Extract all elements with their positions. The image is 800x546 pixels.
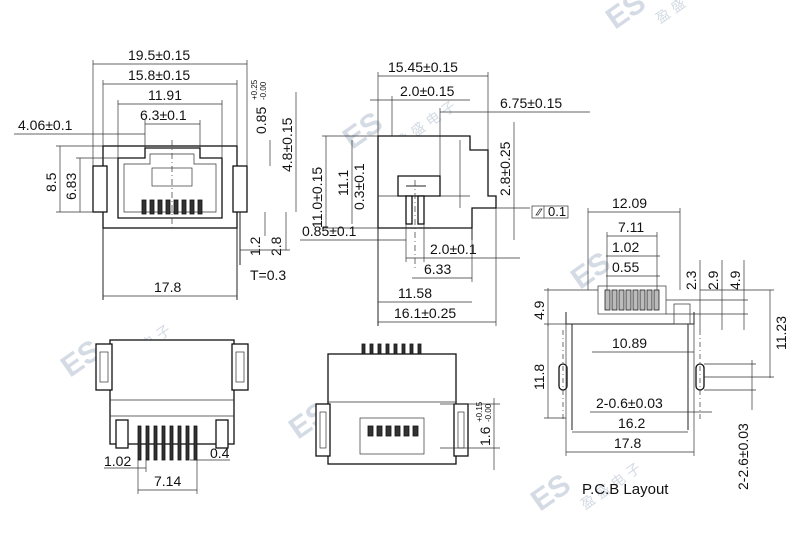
dim-pcb-overall-height: 11.8 [531, 364, 547, 390]
dim-front-base-width: 17.8 [154, 279, 181, 295]
br-contacts [367, 425, 419, 437]
dim-pcb-row-2: 2.9 [705, 270, 721, 290]
dim-pcb-pitch: 1.02 [612, 239, 639, 255]
dim-front-pin-len-2: 2.8 [268, 236, 284, 256]
side-view: 15.45±0.15 2.0±0.15 6.75±0.15 11.0±0.15 … [300, 59, 590, 326]
dim-front-top-tol-upper: +0.25 [250, 79, 259, 100]
dim-br-tol-lower: -0.00 [484, 403, 493, 422]
dim-br-tol-upper: +0.15 [475, 401, 484, 422]
watermark-logo-1: ES [600, 0, 652, 36]
br-top-pins [361, 343, 422, 355]
dim-bl-pin-thk: 0.4 [210, 445, 230, 461]
dim-pcb-pad-width: 0.55 [612, 259, 639, 275]
dim-front-width-inner: 11.91 [148, 87, 182, 103]
dim-side-right-height: 2.8±0.25 [497, 141, 513, 196]
dim-front-width-body: 15.8±0.15 [128, 67, 190, 83]
dim-side-post-spacing: 2.0±0.1 [430, 241, 477, 257]
bl-pins [137, 425, 198, 461]
flatness-frame [531, 205, 569, 219]
dim-pcb-row-3: 4.9 [727, 270, 743, 290]
dim-bl-pin-pitch: 1.02 [104, 453, 131, 469]
flatness-icon [535, 208, 543, 216]
dim-pcb-width-pads: 12.09 [612, 195, 647, 211]
dim-side-post-pos: 6.33 [424, 261, 451, 277]
watermark-logo-6: ES [565, 246, 617, 296]
dim-pcb-row-1: 2.3 [683, 270, 699, 290]
side-post-2 [417, 195, 425, 225]
dim-pcb-slot-span: 10.89 [612, 335, 647, 351]
dim-side-depth-overall: 15.45±0.15 [388, 59, 458, 75]
dim-side-inner-depth: 11.58 [398, 285, 432, 301]
front-contacts [141, 199, 203, 215]
front-right-flange [232, 165, 248, 213]
dim-front-opening: 6.3±0.1 [140, 107, 187, 123]
dim-front-height-body: 6.83 [63, 173, 79, 200]
dim-side-right-offset: 6.75±0.15 [500, 95, 562, 111]
watermark-text-1: 盈 盛 电 子 [653, 0, 719, 27]
bottom-view-left: 1.02 0.4 7.14 [95, 339, 249, 494]
front-left-flange [92, 165, 108, 213]
bottom-view-right: 1.6 +0.15 -0.00 [315, 343, 500, 470]
dim-side-flatness: 0.1 [548, 204, 566, 219]
br-body-outline [327, 353, 457, 465]
dim-side-post-offset: 0.85±0.1 [302, 223, 357, 239]
dim-side-tab: 0.3±0.1 [351, 163, 367, 210]
dim-pcb-pitch-span: 7.11 [618, 219, 644, 235]
dim-front-thickness: T=0.3 [250, 267, 286, 283]
dim-pcb-outer-width: 17.8 [614, 435, 641, 451]
bl-left-flange [95, 343, 113, 391]
watermark-logo-5: ES [525, 468, 577, 518]
dim-front-top-tol: 0.85 [253, 107, 269, 134]
dim-front-step-height: 4.8±0.15 [279, 117, 295, 172]
pcb-pads [604, 289, 660, 311]
bl-right-flange [231, 343, 249, 391]
pcb-layout-title: P.C.B Layout [582, 481, 669, 498]
dim-bl-pin-span: 7.14 [154, 473, 181, 489]
dim-front-top-tol-lower: -0.00 [259, 81, 268, 100]
dim-front-width-overall: 19.5±0.15 [128, 47, 190, 63]
pcb-layout: 12.09 7.11 1.02 0.55 2.3 2.9 4.9 4.9 10.… [531, 195, 789, 498]
dim-front-left-offset: 4.06±0.1 [18, 117, 73, 133]
br-left-flange [315, 403, 331, 457]
dim-pcb-left-height: 4.9 [531, 300, 547, 320]
dim-side-top-step: 2.0±0.15 [400, 83, 455, 99]
dim-front-height-total: 8.5 [43, 172, 59, 192]
dim-side-base-depth: 16.1±0.25 [394, 305, 456, 321]
dim-pcb-inner-width: 16.2 [618, 415, 645, 431]
dim-br-value: 1.6 [477, 426, 493, 446]
front-view: 19.5±0.15 15.8±0.15 11.91 6.3±0.1 4.06±0… [14, 47, 297, 300]
dim-pcb-slot-width: 2-0.6±0.03 [596, 395, 663, 411]
side-post-1 [405, 195, 413, 225]
dim-pcb-slot-length: 2-2.6±0.03 [735, 423, 751, 490]
bl-left-tab [115, 419, 129, 449]
dim-side-height-body: 11.1 [335, 170, 351, 196]
bl-right-tab [215, 419, 229, 449]
dim-front-pin-len-1: 1.2 [247, 236, 263, 256]
dim-pcb-slot-height: 11.23 [773, 316, 789, 350]
br-contact-window [359, 417, 425, 455]
dim-side-height-overall: 11.0±0.15 [309, 167, 325, 228]
